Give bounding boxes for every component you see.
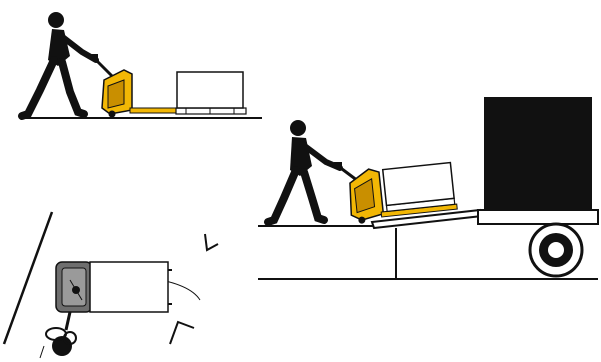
load-box-icon — [176, 71, 244, 109]
pallet-icon — [175, 107, 247, 115]
wheel-icon — [528, 222, 584, 278]
pallet-truck-icon — [349, 161, 458, 224]
pallet-truck-top-view-icon — [45, 261, 172, 356]
panel-loading-onto-truck — [258, 97, 599, 280]
corner-mark-icon — [204, 233, 219, 252]
panel-top-view-turning — [2, 211, 219, 359]
guide-line — [39, 345, 45, 359]
wall-line — [2, 211, 54, 345]
operator-figure-icon — [18, 12, 99, 120]
operator-figure-icon — [264, 120, 343, 226]
corner-mark-icon — [169, 320, 195, 345]
panel-walking-with-pallet-truck — [18, 12, 262, 120]
lorry-icon — [477, 97, 599, 225]
